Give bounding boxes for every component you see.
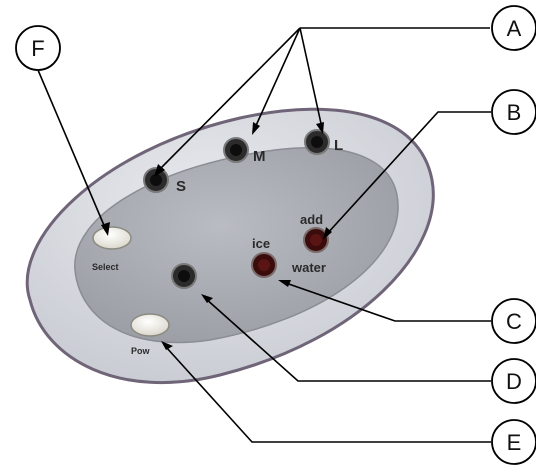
svg-text:A: A — [507, 16, 522, 41]
leader-a-medium — [253, 27, 301, 131]
leader-e — [165, 346, 491, 443]
callout-c: C — [491, 298, 536, 344]
label-small: S — [176, 178, 186, 195]
arrowhead-b — [323, 227, 332, 240]
svg-text:E: E — [507, 430, 522, 455]
arrowhead-d — [201, 294, 213, 303]
arrowhead-e — [161, 341, 173, 350]
label-ice: ice — [252, 236, 270, 251]
callout-a: A — [491, 5, 536, 51]
label-select: Select — [92, 262, 119, 272]
arrowhead-f — [101, 222, 110, 236]
arrowheads — [101, 122, 332, 350]
power-button[interactable] — [130, 313, 170, 337]
label-add: add — [300, 212, 323, 227]
callout-e: E — [491, 419, 536, 465]
arrowhead-a-large — [316, 122, 324, 134]
svg-text:F: F — [31, 36, 44, 61]
leader-a-small — [157, 27, 301, 172]
leader-f — [37, 69, 107, 231]
leader-a-large — [299, 27, 323, 129]
label-large: L — [334, 137, 343, 154]
callout-f: F — [15, 25, 61, 71]
indicator-medium — [223, 137, 249, 163]
callout-d: D — [491, 358, 536, 404]
indicator-large — [304, 129, 330, 155]
select-button[interactable] — [92, 226, 132, 250]
label-water: water — [291, 260, 326, 275]
arrowhead-a-medium — [252, 122, 260, 135]
svg-text:C: C — [506, 309, 522, 334]
arrowhead-a-small — [154, 164, 165, 177]
indicator-add-water — [303, 227, 329, 253]
svg-text:B: B — [507, 100, 522, 125]
arrowhead-c — [278, 280, 291, 287]
svg-text:D: D — [506, 369, 522, 394]
callout-b: B — [491, 89, 536, 135]
label-medium: M — [253, 148, 266, 165]
indicator-ice — [251, 252, 277, 278]
indicator-small — [143, 167, 169, 193]
leader-d — [204, 297, 491, 382]
indicator-unlabeled — [171, 263, 197, 289]
leader-c — [282, 281, 491, 322]
leader-b — [325, 111, 491, 236]
label-power: Pow — [131, 346, 151, 356]
leader-lines — [37, 27, 491, 443]
